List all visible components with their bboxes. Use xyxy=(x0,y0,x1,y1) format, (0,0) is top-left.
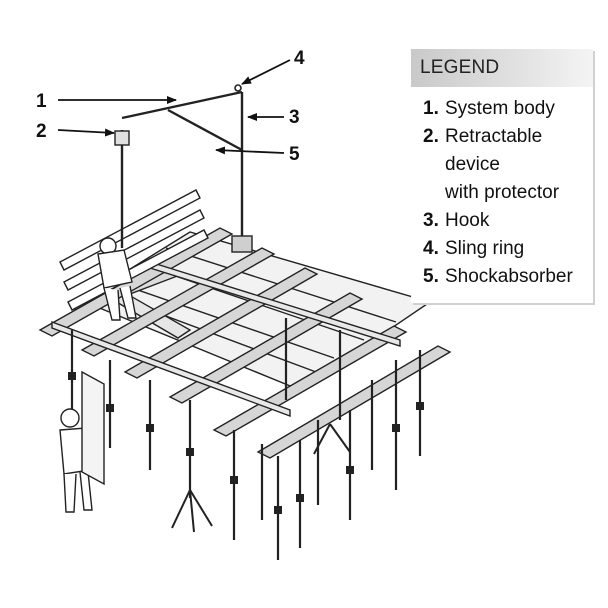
prop-collars xyxy=(68,372,424,514)
legend-panel: LEGEND 1. System body 2. Retractable dev… xyxy=(411,49,593,303)
guard-railing xyxy=(59,189,209,311)
retractable-device-icon xyxy=(114,130,130,146)
worker-on-ground xyxy=(59,370,105,513)
sling-ring-icon xyxy=(234,84,242,92)
legend-number: 1. xyxy=(423,98,439,119)
legend-title: LEGEND xyxy=(411,49,593,87)
tripod-stand-right xyxy=(313,423,351,455)
callout-number-5: 5 xyxy=(289,144,300,165)
legend-number: 2. xyxy=(423,126,439,147)
legend-list: 1. System body 2. Retractable device wit… xyxy=(411,87,593,291)
legend-item-shockabsorber: 5. Shockabsorber xyxy=(423,263,593,291)
legend-number: 5. xyxy=(423,266,439,287)
legend-label: Shockabsorber xyxy=(445,266,573,287)
legend-item-hook: 3. Hook xyxy=(423,207,593,235)
legend-item-system-body: 1. System body xyxy=(423,95,593,123)
callout-number-2: 2 xyxy=(36,121,47,142)
legend-item-retractable-device: 2. Retractable device with protector xyxy=(423,123,593,207)
callout-number-3: 3 xyxy=(289,107,300,128)
tripod-stand xyxy=(171,489,213,533)
legend-item-sling-ring: 4. Sling ring xyxy=(423,235,593,263)
callout-line-4 xyxy=(241,59,291,85)
callout-number-4: 4 xyxy=(294,48,305,69)
legend-label: Retractable device with protector xyxy=(445,126,560,203)
worker-on-deck xyxy=(97,237,137,321)
post-base xyxy=(231,235,253,253)
anchor-post xyxy=(120,90,244,248)
legend-number: 3. xyxy=(423,210,439,231)
callout-number-1: 1 xyxy=(36,91,47,112)
callout-line-5 xyxy=(215,146,285,155)
callout-lines xyxy=(57,59,291,155)
secondary-beams xyxy=(51,261,401,418)
legend-label: Sling ring xyxy=(445,238,525,259)
legend-label: Hook xyxy=(445,210,490,231)
legend-label: System body xyxy=(445,98,555,119)
legend-number: 4. xyxy=(423,238,439,259)
callout-line-2 xyxy=(57,128,115,137)
